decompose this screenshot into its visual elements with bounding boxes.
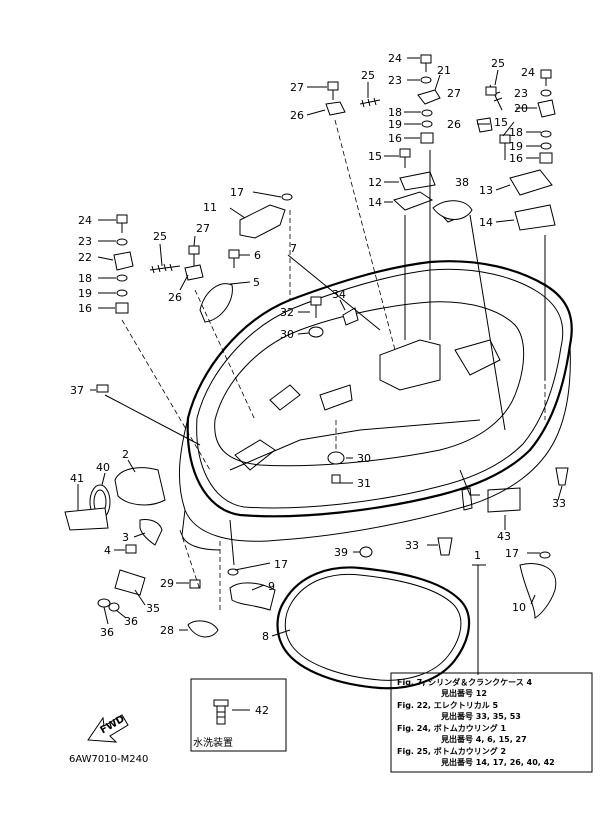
callout-25c: 25 — [153, 230, 167, 243]
fwd-arrow-icon: FWD — [87, 714, 129, 743]
callout-26b: 26 — [447, 118, 461, 131]
callout-10: 10 — [512, 601, 526, 614]
callout-35: 35 — [146, 602, 160, 615]
callout-15a: 15 — [368, 150, 382, 163]
callout-32: 32 — [280, 306, 294, 319]
callout-33b: 33 — [405, 539, 419, 552]
callout-38: 38 — [455, 176, 469, 189]
callout-40: 40 — [96, 461, 110, 474]
diagram-code: 6AW7010-M240 — [69, 754, 148, 765]
callout-labels: 24 21 27 25 23 26 18 19 16 15 12 14 38 2… — [70, 52, 566, 643]
callout-23a: 23 — [388, 74, 402, 87]
flush-device-inset: 42 水洗装置 — [190, 678, 287, 752]
reference-lines — [121, 119, 546, 610]
bottom-cowling — [178, 260, 573, 551]
callout-3: 3 — [122, 531, 129, 544]
callout-30a: 30 — [280, 328, 294, 341]
callout-13: 13 — [479, 184, 493, 197]
callout-17c: 17 — [274, 558, 288, 571]
callout-28: 28 — [160, 624, 174, 637]
callout-36b: 36 — [100, 626, 114, 639]
callout-19b: 19 — [509, 140, 523, 153]
callout-24b: 24 — [521, 66, 535, 79]
callout-11: 11 — [203, 201, 217, 214]
callout-36a: 36 — [124, 615, 138, 628]
callout-19c: 19 — [78, 287, 92, 300]
callout-6: 6 — [254, 249, 261, 262]
callout-23c: 23 — [78, 235, 92, 248]
callout-17b: 17 — [505, 547, 519, 560]
callout-18a: 18 — [388, 106, 402, 119]
callout-2: 2 — [122, 448, 129, 461]
callout-21: 21 — [437, 64, 451, 77]
callout-9: 9 — [268, 580, 275, 593]
callout-27b: 27 — [447, 87, 461, 100]
callout-26a: 26 — [290, 109, 304, 122]
callout-31: 31 — [357, 477, 371, 490]
note-line-7: Fig. 25, ボトムカウリング 2 — [397, 746, 506, 756]
note-line-6: 見出番号 4, 6, 15, 27 — [440, 734, 527, 744]
callout-30b: 30 — [357, 452, 371, 465]
callout-23b: 23 — [514, 87, 528, 100]
callout-4: 4 — [104, 544, 111, 557]
callout-1: 1 — [474, 549, 481, 562]
callout-29: 29 — [160, 577, 174, 590]
callout-26c: 26 — [168, 291, 182, 304]
reference-notes-box: Fig. 7, シリンダ＆クランクケース 4 見出番号 12 Fig. 22, … — [390, 672, 593, 773]
callout-24c: 24 — [78, 214, 92, 227]
note-line-4: 見出番号 33, 35, 53 — [440, 711, 521, 721]
note-line-1: Fig. 7, シリンダ＆クランクケース 4 — [397, 677, 533, 687]
note-line-2: 見出番号 12 — [440, 688, 487, 698]
callout-15b: 15 — [494, 116, 508, 129]
callout-43: 43 — [497, 530, 511, 543]
callout-25b: 25 — [491, 57, 505, 70]
callout-14b: 14 — [479, 216, 493, 229]
callout-34: 34 — [332, 288, 346, 301]
seal-ring — [276, 566, 471, 690]
note-line-3: Fig. 22, エレクトリカル 5 — [397, 700, 498, 710]
fwd-label: FWD — [99, 714, 127, 737]
callout-5: 5 — [253, 276, 260, 289]
callout-14a: 14 — [368, 196, 382, 209]
callout-41: 41 — [70, 472, 84, 485]
callout-16a: 16 — [388, 132, 402, 145]
callout-33a: 33 — [552, 497, 566, 510]
callout-17a: 17 — [230, 186, 244, 199]
callout-7: 7 — [290, 242, 297, 255]
note-line-5: Fig. 24, ボトムカウリング 1 — [397, 723, 506, 733]
note-line-8: 見出番号 14, 17, 26, 40, 42 — [440, 757, 555, 767]
callout-19a: 19 — [388, 118, 402, 131]
inset-caption: 水洗装置 — [193, 736, 233, 749]
callout-27c: 27 — [196, 222, 210, 235]
callout-24a: 24 — [388, 52, 402, 65]
callout-22: 22 — [78, 251, 92, 264]
callout-12: 12 — [368, 176, 382, 189]
callout-27a: 27 — [290, 81, 304, 94]
callout-39: 39 — [334, 546, 348, 559]
callout-42: 42 — [255, 704, 269, 717]
callout-16b: 16 — [509, 152, 523, 165]
leader-lines — [77, 57, 563, 675]
callout-37: 37 — [70, 384, 84, 397]
callout-18c: 18 — [78, 272, 92, 285]
callout-25a: 25 — [361, 69, 375, 82]
callout-18b: 18 — [509, 126, 523, 139]
callout-8: 8 — [262, 630, 269, 643]
callout-16c: 16 — [78, 302, 92, 315]
callout-20: 20 — [514, 102, 528, 115]
